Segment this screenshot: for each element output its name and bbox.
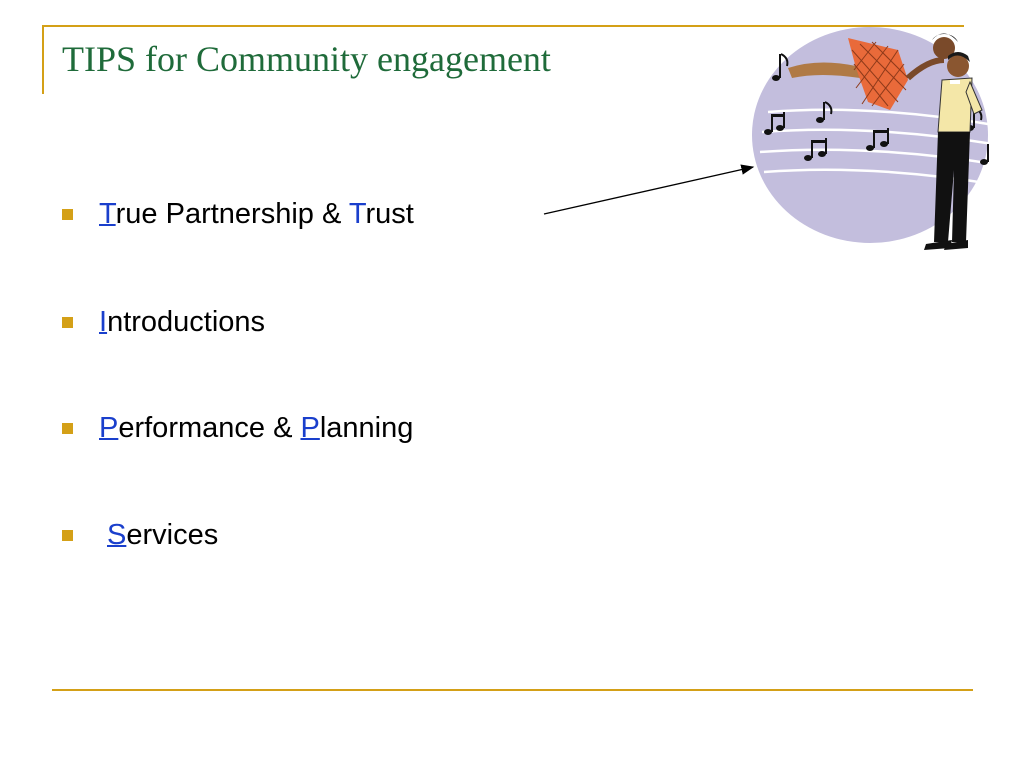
bullet-lead-letter: I	[99, 305, 108, 338]
bullet-lead-letter: P	[99, 411, 119, 444]
bullet-text: True Partnership & Trust	[99, 198, 414, 231]
bullet-item: True Partnership & Trust	[62, 194, 414, 234]
square-bullet-icon	[62, 316, 73, 328]
title-frame-horizontal-rule	[42, 25, 964, 27]
title-frame-vertical-rule	[42, 25, 44, 94]
bullet-rest-text-secondary: rust	[365, 197, 414, 230]
bullet-item: Performance & Planning	[62, 408, 413, 448]
bullet-rest-text: ntroductions	[107, 305, 266, 338]
square-bullet-icon	[62, 208, 73, 220]
bullet-rest-text: erformance &	[118, 411, 301, 444]
square-bullet-icon	[62, 529, 73, 541]
dancing-couple-music-notes-clipart	[752, 27, 995, 250]
bullet-lead-letter-secondary: T	[348, 197, 366, 230]
bullet-text: Services	[99, 519, 218, 552]
footer-rule	[52, 689, 973, 691]
bullet-text: Performance & Planning	[99, 412, 413, 445]
bullet-text: Introductions	[99, 306, 265, 339]
bullet-lead-letter-secondary: P	[300, 411, 320, 444]
bullet-lead-letter: T	[99, 197, 116, 230]
slide-title: TIPS for Community engagement	[62, 39, 551, 79]
bullet-item: Introductions	[62, 302, 265, 342]
bullet-rest-text-secondary: lanning	[319, 411, 414, 444]
bullet-lead-letter: S	[107, 518, 127, 551]
bullet-rest-text: rue Partnership &	[115, 197, 349, 230]
bullet-item: Services	[62, 515, 218, 555]
bullet-rest-text: ervices	[126, 518, 219, 551]
square-bullet-icon	[62, 422, 73, 434]
